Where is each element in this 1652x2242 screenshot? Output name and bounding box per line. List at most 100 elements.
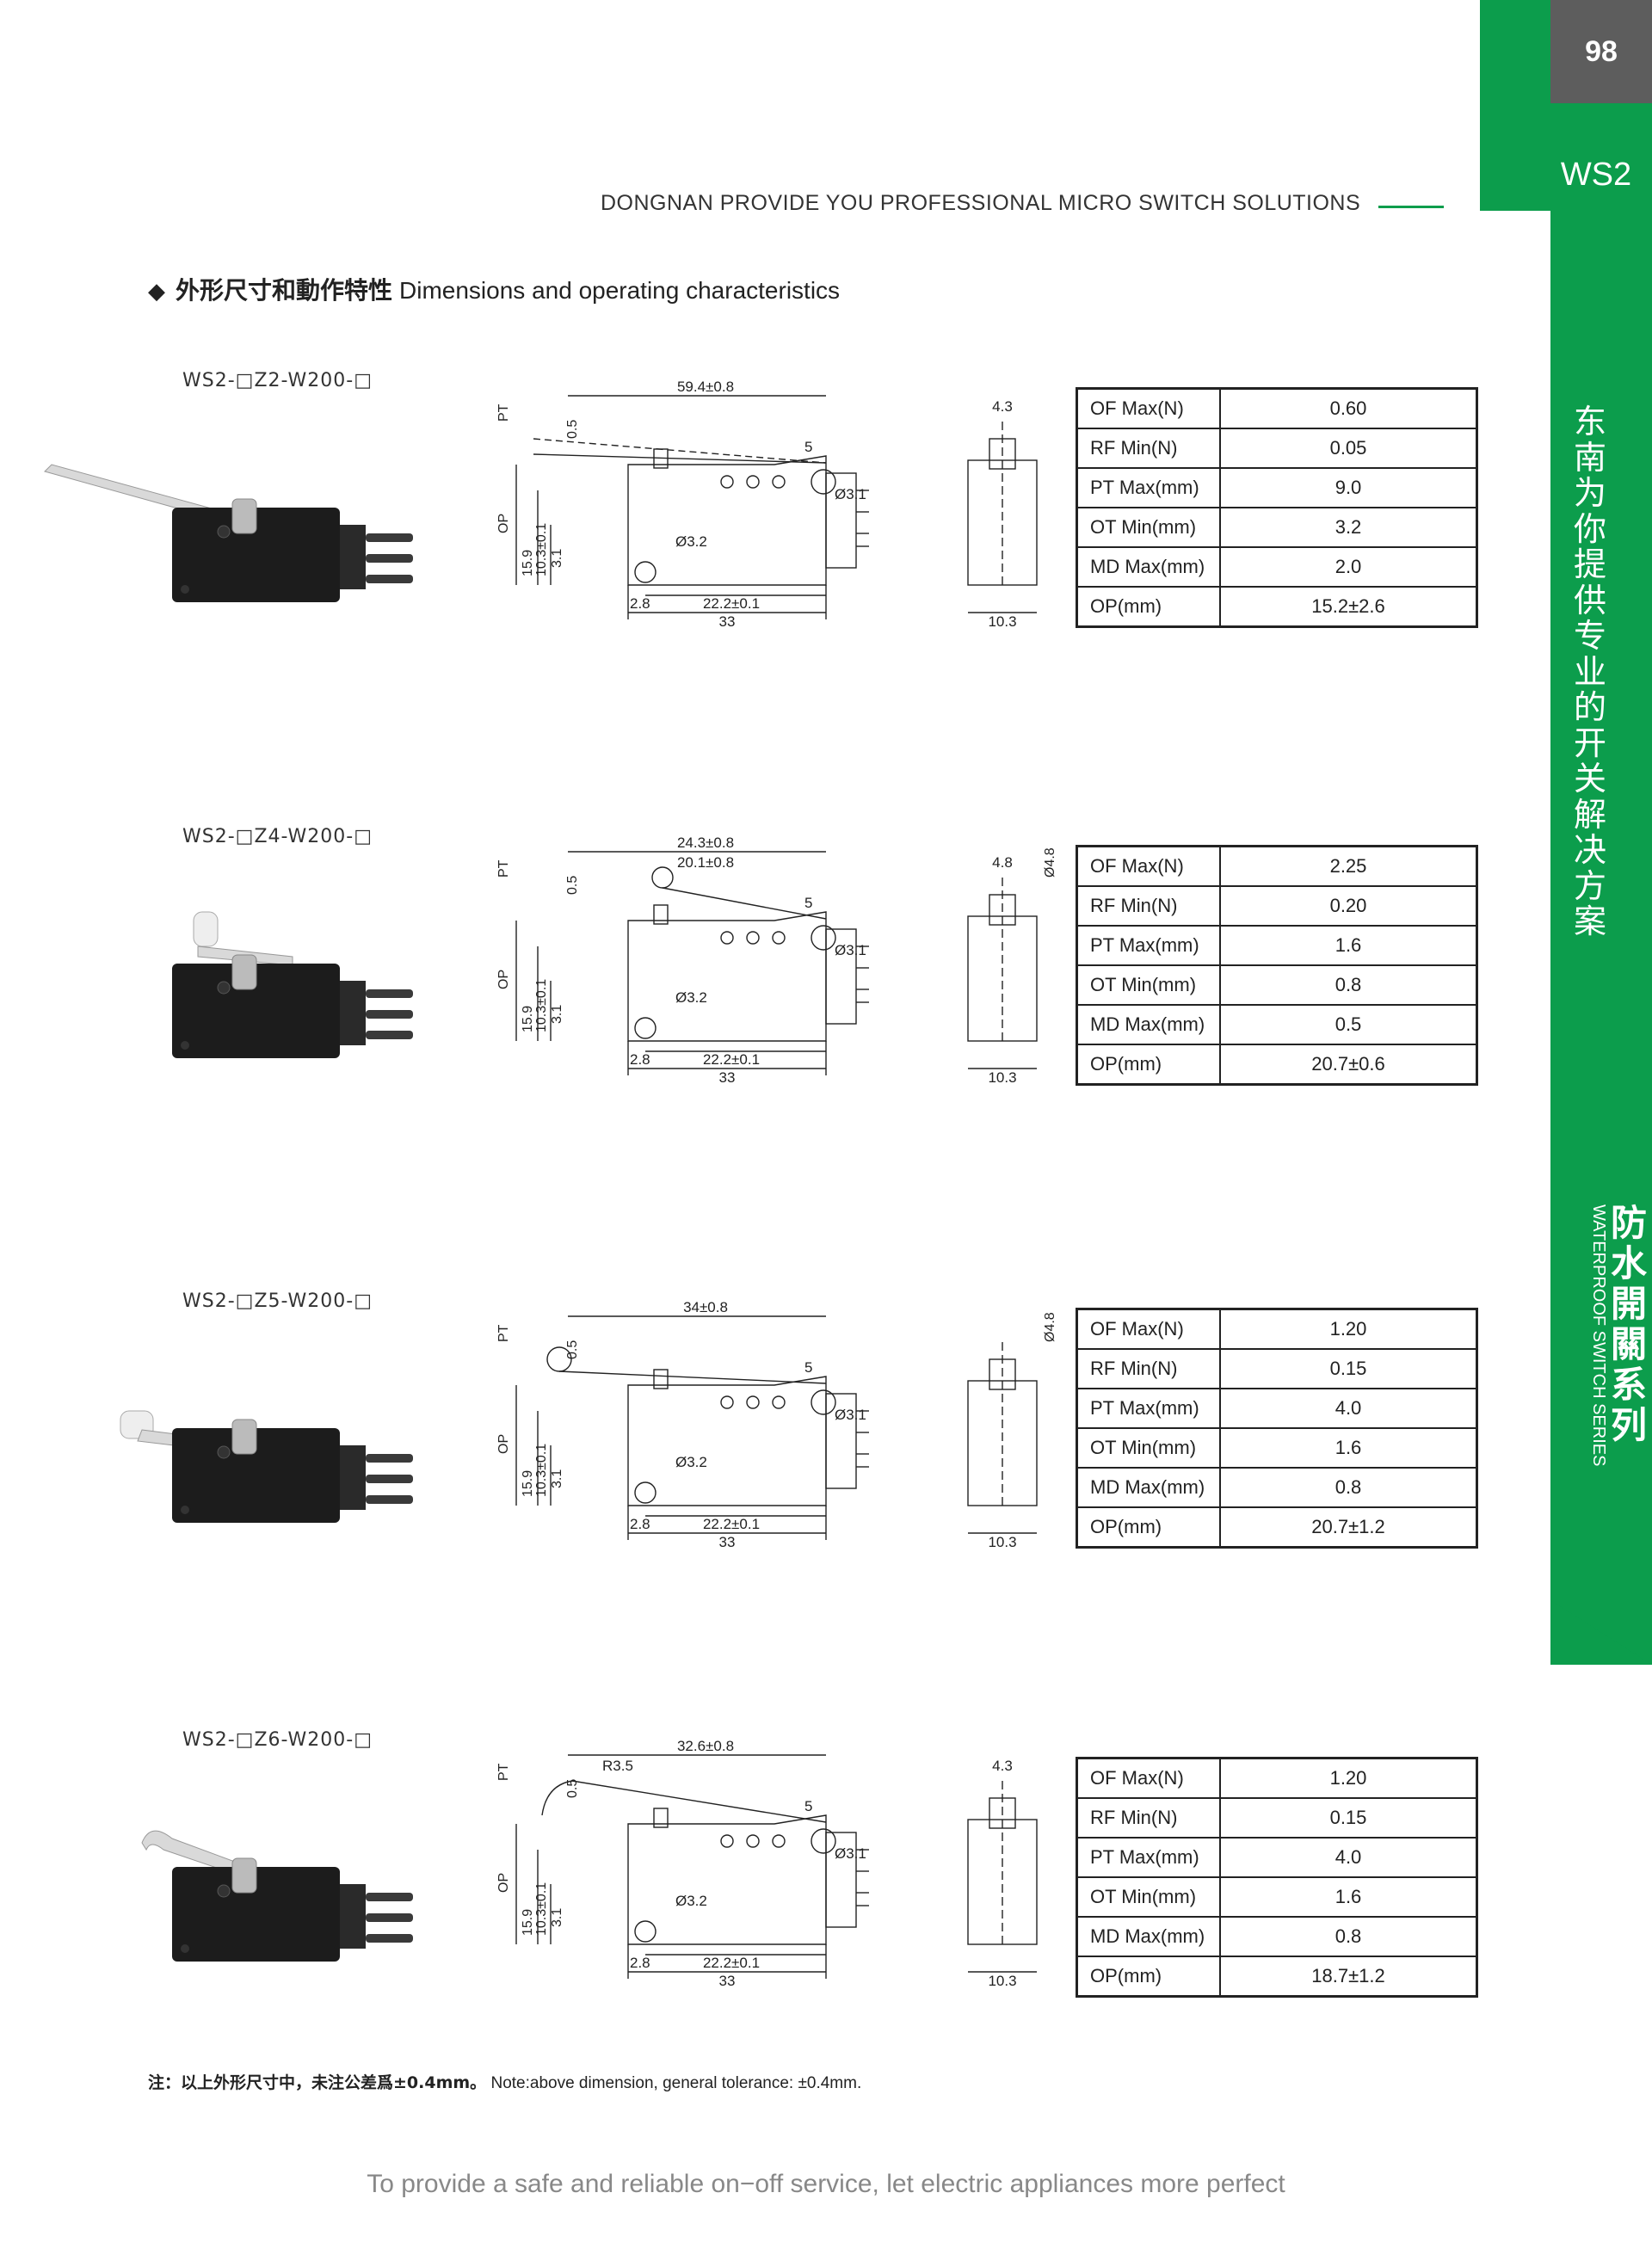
gap-dim: 0.5 bbox=[565, 876, 580, 895]
spec-param: MD Max(mm) bbox=[1076, 1916, 1221, 1957]
mount-hole-dim: Ø3.2 bbox=[675, 989, 707, 1006]
actuator-dim: 5 bbox=[804, 1798, 812, 1814]
height-dim-3: 3.1 bbox=[550, 1005, 564, 1024]
spec-row: MD Max(mm)0.5 bbox=[1076, 1004, 1478, 1045]
product-photo bbox=[44, 464, 413, 602]
lever-length-dim: 34±0.8 bbox=[683, 1299, 728, 1315]
section-title-en: Dimensions and operating characteristics bbox=[399, 277, 841, 304]
gap-dim: 0.5 bbox=[565, 1779, 580, 1798]
side-series-cn: 防水開關系列 bbox=[1610, 1202, 1647, 1446]
spec-param: OP(mm) bbox=[1076, 1506, 1221, 1549]
edge-dim: 2.8 bbox=[630, 595, 650, 612]
height-dim-2: 10.3±0.1 bbox=[534, 523, 549, 576]
spec-param: RF Min(N) bbox=[1076, 885, 1221, 927]
spec-param: OT Min(mm) bbox=[1076, 1876, 1221, 1918]
pitch-dim: 22.2±0.1 bbox=[703, 1516, 760, 1532]
spec-row: OP(mm)15.2±2.6 bbox=[1076, 586, 1478, 628]
note-en: Note:above dimension, general tolerance:… bbox=[490, 2074, 862, 2092]
spec-row: RF Min(N)0.20 bbox=[1076, 885, 1478, 927]
spec-value: 0.8 bbox=[1219, 1467, 1478, 1508]
footer-slogan: To provide a safe and reliable on−off se… bbox=[367, 2170, 1285, 2198]
spec-row: MD Max(mm)0.8 bbox=[1076, 1467, 1478, 1508]
length-dim: 33 bbox=[719, 1069, 736, 1084]
spec-param: MD Max(mm) bbox=[1076, 1004, 1221, 1045]
spec-row: OP(mm)20.7±0.6 bbox=[1076, 1044, 1478, 1086]
model-label: WS2-□Z5-W200-□ bbox=[182, 1290, 373, 1312]
spec-row: PT Max(mm)4.0 bbox=[1076, 1837, 1478, 1878]
lever-length-dim: 32.6±0.8 bbox=[677, 1738, 734, 1754]
spec-row: OF Max(N)0.60 bbox=[1076, 387, 1478, 429]
op-label: OP bbox=[496, 970, 511, 989]
spec-param: OT Min(mm) bbox=[1076, 964, 1221, 1006]
mount-hole-dim: Ø3.2 bbox=[675, 1893, 707, 1909]
side-bar-tail bbox=[1550, 1600, 1652, 1665]
height-dim: 15.9 bbox=[521, 1909, 535, 1936]
spec-value: 0.8 bbox=[1219, 1916, 1478, 1957]
spec-param: OT Min(mm) bbox=[1076, 1427, 1221, 1469]
header-rule bbox=[1378, 206, 1444, 208]
height-dim-3: 3.1 bbox=[550, 1469, 564, 1488]
hole-dim: Ø3.1 bbox=[835, 1407, 866, 1423]
side-bar bbox=[1550, 211, 1652, 1665]
spec-param: OF Max(N) bbox=[1076, 845, 1221, 887]
spec-param: PT Max(mm) bbox=[1076, 467, 1221, 508]
side-top-dim: 4.8 bbox=[992, 854, 1013, 871]
height-dim-3: 3.1 bbox=[550, 1908, 564, 1927]
spec-value: 2.0 bbox=[1219, 546, 1478, 588]
spec-value: 1.6 bbox=[1219, 925, 1478, 966]
spec-param: PT Max(mm) bbox=[1076, 925, 1221, 966]
edge-dim: 2.8 bbox=[630, 1051, 650, 1068]
spec-value: 0.8 bbox=[1219, 964, 1478, 1006]
spec-value: 1.20 bbox=[1219, 1757, 1478, 1799]
pt-label: PT bbox=[496, 859, 511, 878]
side-width-dim: 10.3 bbox=[988, 1973, 1016, 1987]
pitch-dim: 22.2±0.1 bbox=[703, 595, 760, 612]
spec-row: MD Max(mm)2.0 bbox=[1076, 546, 1478, 588]
length-dim: 33 bbox=[719, 613, 736, 628]
spec-param: OP(mm) bbox=[1076, 1044, 1221, 1086]
spec-value: 1.6 bbox=[1219, 1876, 1478, 1918]
roller-dim: Ø4.8 bbox=[1043, 1312, 1057, 1342]
spec-value: 0.60 bbox=[1219, 387, 1478, 429]
side-width-dim: 10.3 bbox=[988, 1069, 1016, 1084]
spec-value: 0.05 bbox=[1219, 428, 1478, 469]
side-top-dim: 4.3 bbox=[992, 1758, 1013, 1774]
mount-hole-dim: Ø3.2 bbox=[675, 533, 707, 550]
pitch-dim: 22.2±0.1 bbox=[703, 1955, 760, 1971]
spec-row: OT Min(mm)1.6 bbox=[1076, 1427, 1478, 1469]
spec-value: 0.15 bbox=[1219, 1797, 1478, 1839]
series-code: WS2 bbox=[1560, 157, 1632, 193]
spec-value: 4.0 bbox=[1219, 1837, 1478, 1878]
section-title-cn: 外形尺寸和動作特性 bbox=[176, 276, 393, 305]
spec-param: OF Max(N) bbox=[1076, 1757, 1221, 1799]
product-photo bbox=[172, 911, 413, 1058]
spec-row: OT Min(mm)0.8 bbox=[1076, 964, 1478, 1006]
pt-label: PT bbox=[496, 403, 511, 422]
spec-value: 1.20 bbox=[1219, 1308, 1478, 1350]
spec-value: 20.7±0.6 bbox=[1219, 1044, 1478, 1086]
spec-param: MD Max(mm) bbox=[1076, 546, 1221, 588]
spec-param: OP(mm) bbox=[1076, 1956, 1221, 1998]
spec-param: RF Min(N) bbox=[1076, 1348, 1221, 1389]
product-photo bbox=[141, 1830, 413, 1962]
op-label: OP bbox=[496, 1434, 511, 1454]
spec-value: 18.7±1.2 bbox=[1219, 1956, 1478, 1998]
spec-row: RF Min(N)0.15 bbox=[1076, 1797, 1478, 1839]
edge-dim: 2.8 bbox=[630, 1955, 650, 1971]
spec-row: PT Max(mm)4.0 bbox=[1076, 1388, 1478, 1429]
pitch-dim: 22.2±0.1 bbox=[703, 1051, 760, 1068]
spec-param: RF Min(N) bbox=[1076, 428, 1221, 469]
spec-value: 4.0 bbox=[1219, 1388, 1478, 1429]
spec-value: 0.20 bbox=[1219, 885, 1478, 927]
spec-param: OF Max(N) bbox=[1076, 1308, 1221, 1350]
spec-row: RF Min(N)0.05 bbox=[1076, 428, 1478, 469]
spec-row: RF Min(N)0.15 bbox=[1076, 1348, 1478, 1389]
gap-dim: 0.5 bbox=[565, 420, 580, 439]
